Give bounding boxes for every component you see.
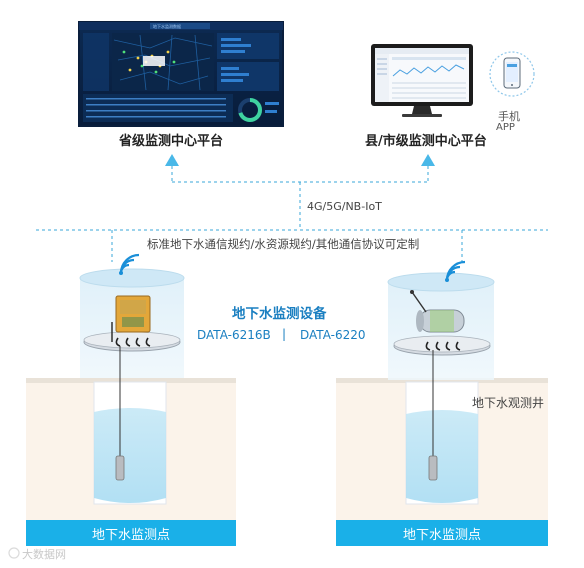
- app-label: APP: [496, 122, 515, 133]
- dashboard-title: 地下水监测数据: [153, 24, 181, 29]
- county-platform-label: 县/市级监测中心平台: [365, 134, 487, 149]
- phone-icon: [489, 51, 535, 97]
- county-monitor: [371, 44, 473, 117]
- provincial-platform-label: 省级监测中心平台: [119, 134, 224, 149]
- watermark-text: 大数据网: [22, 548, 66, 561]
- protocol-label: 标准地下水通信规约/水资源规约/其他通信协议可定制: [147, 237, 420, 251]
- provincial-dashboard-screen: [78, 21, 284, 127]
- observation-well-label: 地下水观测井: [472, 396, 545, 410]
- device-title: 地下水监测设备: [232, 306, 327, 322]
- watermark-logo-icon: [8, 547, 20, 559]
- left-station: [26, 253, 236, 522]
- upload-arrows: [165, 154, 435, 166]
- phone-label: 手机: [498, 110, 520, 123]
- right-station-label: 地下水监测点: [336, 520, 548, 546]
- network-links: [36, 166, 548, 262]
- device-model-left: DATA-6216B: [197, 328, 271, 342]
- left-station-label: 地下水监测点: [26, 520, 236, 546]
- right-station: [336, 260, 548, 522]
- device-model-right: DATA-6220: [300, 328, 366, 342]
- device-model-separator: |: [282, 327, 287, 341]
- comm-network-label: 4G/5G/NB-IoT: [307, 200, 382, 213]
